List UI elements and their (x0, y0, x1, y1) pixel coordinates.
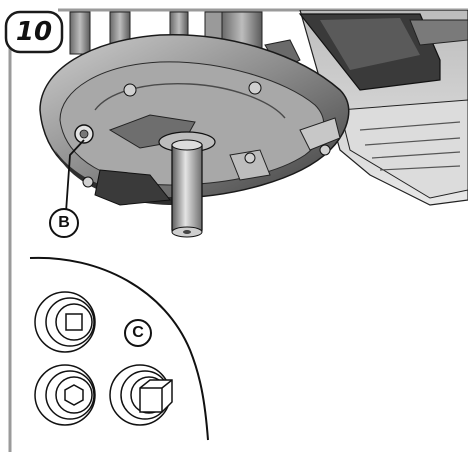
mower-frame (298, 10, 468, 206)
gearbox-render (39, 10, 468, 238)
fitting-hex-socket (34, 364, 96, 426)
output-shaft (158, 131, 216, 238)
fitting-square-socket (34, 291, 96, 353)
step-badge (4, 10, 64, 54)
housing-bolts (74, 81, 331, 188)
detail-boundary-arc (29, 256, 209, 441)
callout-c-circle (124, 319, 152, 347)
callout-b-leader (49, 139, 85, 238)
fitting-square-plug (109, 364, 173, 426)
